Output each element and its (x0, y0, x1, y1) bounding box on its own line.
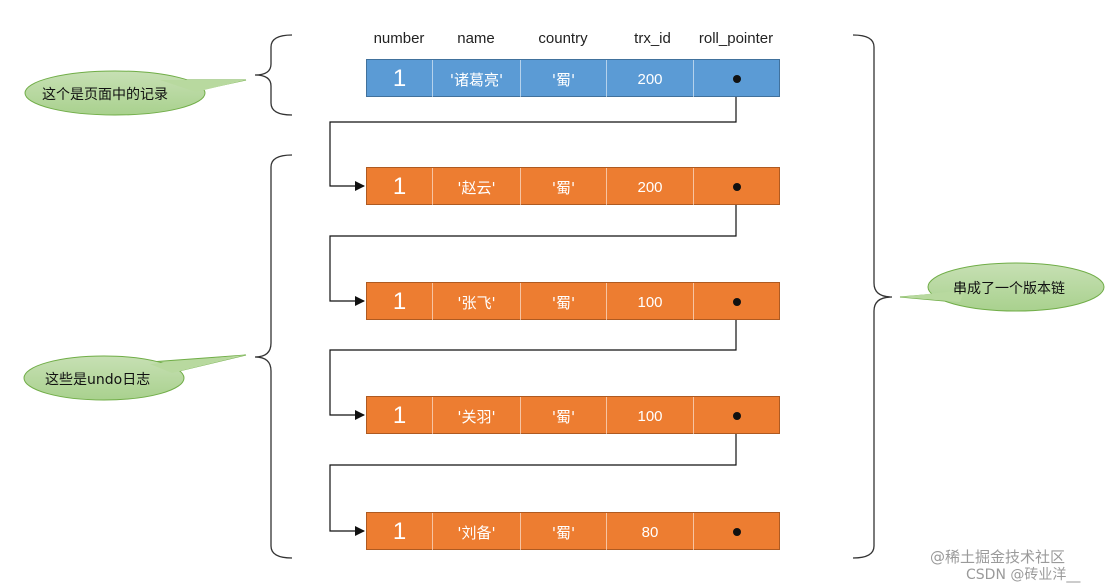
roll-pointer-dot (732, 528, 741, 536)
undo-number: 1 (367, 168, 433, 206)
juejin-watermark: @稀土掘金技术社区 (930, 548, 1066, 566)
record-country: '蜀' (521, 60, 607, 98)
undo-country: '蜀' (521, 283, 607, 321)
column-header-trx-id: trx_id (634, 30, 671, 47)
column-header-roll-pointer: roll_pointer (698, 30, 774, 47)
undo-trx-id: 100 (607, 283, 694, 321)
roll-pointer-arrow-1 (329, 78, 737, 191)
undo-name: '张飞' (433, 283, 521, 321)
roll-pointer-arrow-3 (329, 301, 737, 420)
undo-roll-pointer (694, 168, 779, 206)
csdn-watermark: CSDN @砖业洋__ (966, 567, 1081, 583)
record-number: 1 (367, 60, 433, 98)
version-chain-callout-text: 串成了一个版本链 (953, 281, 1065, 297)
undo-name: '关羽' (433, 397, 521, 435)
undo-country: '蜀' (521, 513, 607, 551)
undo-log-brace (254, 154, 293, 559)
undo-number: 1 (367, 397, 433, 435)
roll-pointer-dot (732, 183, 741, 191)
column-header-number: number (373, 30, 425, 47)
undo-country: '蜀' (521, 397, 607, 435)
record-trx-id: 200 (607, 60, 694, 98)
roll-pointer-dot (732, 412, 741, 420)
undo-log-callout (23, 354, 247, 401)
undo-log-row-2: 1 '张飞' '蜀' 100 (366, 282, 780, 321)
record-name: '诸葛亮' (433, 60, 521, 98)
undo-log-row-1: 1 '赵云' '蜀' 200 (366, 167, 780, 206)
undo-trx-id: 100 (607, 397, 694, 435)
undo-log-callout-text: 这些是undo日志 (45, 372, 151, 388)
roll-pointer-arrow-2 (329, 186, 737, 306)
roll-pointer-dot (732, 75, 741, 83)
column-header-name: name (457, 30, 495, 47)
page-record-callout (24, 70, 247, 116)
roll-pointer-dot (732, 298, 741, 306)
undo-number: 1 (367, 513, 433, 551)
undo-roll-pointer (694, 397, 779, 435)
version-chain-brace (852, 34, 893, 559)
roll-pointer-arrow-4 (329, 415, 737, 536)
undo-number: 1 (367, 283, 433, 321)
undo-trx-id: 200 (607, 168, 694, 206)
page-record-callout-text: 这个是页面中的记录 (42, 87, 168, 103)
undo-roll-pointer (694, 513, 779, 551)
undo-name: '赵云' (433, 168, 521, 206)
page-record-brace (254, 34, 293, 116)
column-header-country: country (538, 30, 588, 47)
undo-name: '刘备' (433, 513, 521, 551)
undo-country: '蜀' (521, 168, 607, 206)
version-chain-callout (899, 262, 1105, 312)
undo-trx-id: 80 (607, 513, 694, 551)
current-record-row: 1 '诸葛亮' '蜀' 200 (366, 59, 780, 98)
undo-roll-pointer (694, 283, 779, 321)
undo-log-row-4: 1 '刘备' '蜀' 80 (366, 512, 780, 551)
record-roll-pointer (694, 60, 779, 98)
undo-log-row-3: 1 '关羽' '蜀' 100 (366, 396, 780, 435)
